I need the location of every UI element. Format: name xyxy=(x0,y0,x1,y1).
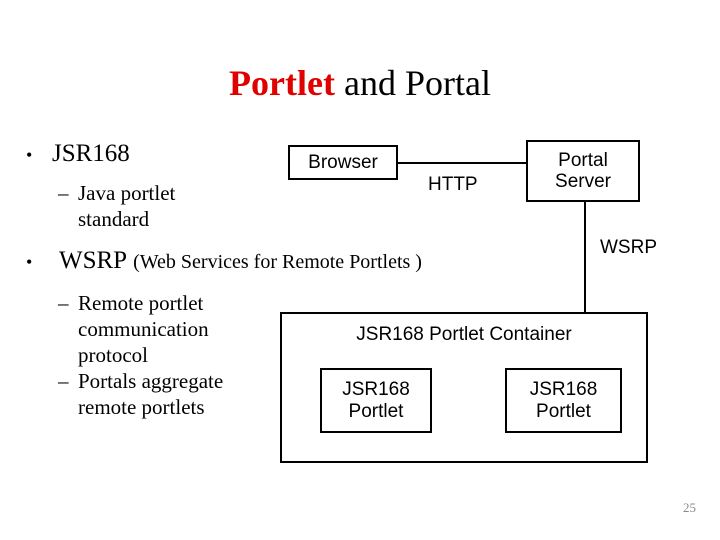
sub-bullet-text: remote portlets xyxy=(78,395,205,419)
diagram-portlet-box-right: JSR168 Portlet xyxy=(505,368,622,433)
page-number: 25 xyxy=(683,500,696,515)
sub-bullet-text: protocol xyxy=(78,343,148,367)
bullet-wsrp-annotation: (Web Services for Remote Portlets ) xyxy=(133,251,422,273)
diagram-portlet-box-left: JSR168 Portlet xyxy=(320,368,432,433)
connector-portal-server-to-container xyxy=(584,202,586,313)
sub-bullet-java-portlet-standard-line2: standard xyxy=(58,206,149,232)
diagram-portal-server-line2: Server xyxy=(555,171,611,192)
sub-bullet-remote-portlet-line1: –Remote portlet xyxy=(58,290,203,316)
diagram-portlet-container-title: JSR168 Portlet Container xyxy=(356,324,572,345)
bullet-jsr168-label: JSR168 xyxy=(52,140,130,167)
connector-http-label: HTTP xyxy=(428,174,478,195)
bullet-jsr168: • JSR168 xyxy=(26,139,130,170)
sub-bullet-text: Java portlet xyxy=(78,181,176,205)
diagram-portlet-left-line2: Portlet xyxy=(348,400,404,422)
bullet-marker-icon: • xyxy=(26,252,33,273)
bullet-wsrp: • WSRP(Web Services for Remote Portlets ) xyxy=(26,246,422,277)
sub-bullet-remote-portlet-line2: communication xyxy=(58,316,209,342)
page-title-highlight: Portlet xyxy=(229,63,335,103)
sub-bullet-java-portlet-standard-line1: –Java portlet xyxy=(58,180,175,206)
sub-bullet-dash-icon: – xyxy=(58,369,69,393)
diagram-portlet-right-line1: JSR168 xyxy=(529,379,598,401)
sub-bullet-portals-aggregate-line1: –Portals aggregate xyxy=(58,368,223,394)
diagram-portlet-right-line2: Portlet xyxy=(536,400,591,422)
page-title-rest: and Portal xyxy=(334,63,491,103)
diagram-browser-label: Browser xyxy=(308,151,378,173)
sub-bullet-remote-portlet-line3: protocol xyxy=(58,342,148,368)
diagram-portal-server-box: Portal Server xyxy=(526,140,640,202)
sub-bullet-text: Remote portlet xyxy=(78,291,204,315)
diagram-browser-box: Browser xyxy=(288,145,398,180)
sub-bullet-dash-icon: – xyxy=(58,181,69,205)
diagram-portlet-left-line1: JSR168 xyxy=(342,379,410,401)
sub-bullet-text: communication xyxy=(78,317,209,341)
sub-bullet-text: standard xyxy=(78,207,150,231)
sub-bullet-portals-aggregate-line2: remote portlets xyxy=(58,394,205,420)
connector-browser-to-portal-server xyxy=(398,162,527,164)
bullet-wsrp-label: WSRP xyxy=(59,247,128,274)
diagram-portal-server-line1: Portal xyxy=(558,149,608,171)
sub-bullet-text: Portals aggregate xyxy=(78,369,224,393)
connector-wsrp-label: WSRP xyxy=(600,237,657,258)
bullet-marker-icon: • xyxy=(26,145,33,166)
sub-bullet-dash-icon: – xyxy=(58,291,69,315)
page-title: Portlet and Portal xyxy=(0,62,720,104)
diagram-portlet-container-box: JSR168 Portlet Container xyxy=(280,312,648,463)
